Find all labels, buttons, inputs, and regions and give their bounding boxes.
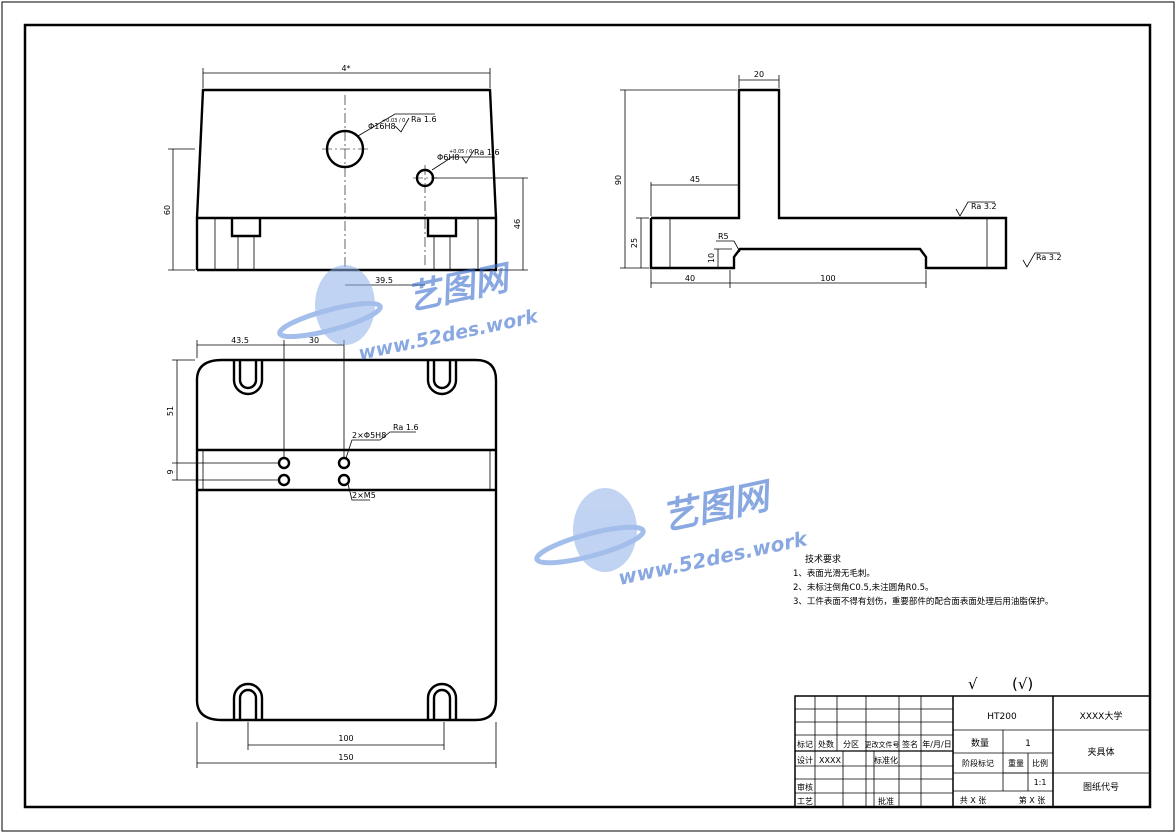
- ra-side-bottom: Ra 3.2: [1036, 253, 1062, 262]
- dim-front-width: 4*: [341, 64, 350, 73]
- tb-h-date: 年/月/日: [922, 739, 951, 749]
- note-1: 1、表面光滑无毛刺。: [793, 568, 875, 579]
- dim-top-pitch: 9: [166, 469, 175, 474]
- tb-material: HT200: [987, 712, 1017, 722]
- tb-sheet-no: 第 X 张: [1019, 795, 1046, 805]
- watermark-2: [534, 488, 646, 572]
- tol-hole-big: +0.03 / 0: [382, 118, 405, 124]
- dim-front-height: 60: [163, 205, 172, 215]
- tb-weight: 重量: [1008, 758, 1024, 768]
- tb-qty-label: 数量: [971, 737, 989, 749]
- dim-side-radius: R5: [718, 232, 729, 241]
- note-2: 2、未标注倒角C0.5,未注圆角R0.5。: [793, 582, 934, 593]
- front-view: [168, 68, 528, 286]
- dim-top-width: 150: [338, 753, 353, 762]
- tb-stage: 阶段标记: [962, 758, 994, 768]
- tb-process: 工艺: [797, 797, 813, 806]
- top-view: [172, 340, 498, 768]
- roughness-rest: (√): [1012, 675, 1033, 693]
- dim-side-left: 40: [685, 274, 695, 283]
- tb-sheets-total: 共 X 张: [960, 796, 987, 805]
- tb-scale: 1:1: [1034, 778, 1047, 787]
- watermark-1-brand: 艺图网: [404, 257, 517, 318]
- ra-side-top: Ra 3.2: [971, 202, 997, 211]
- watermark-2-brand: 艺图网: [658, 475, 777, 539]
- label-top-hole-b: 2×M5: [352, 491, 376, 500]
- dim-side-top: 20: [754, 70, 764, 79]
- ra-front-small: Ra 1.6: [474, 148, 500, 157]
- tb-h-zone: 分区: [843, 740, 859, 749]
- watermark-2-url: www.52des.work: [616, 526, 811, 590]
- tol-hole-small: +0.05 / 0: [449, 149, 472, 155]
- label-top-hole-a: 2×Φ5H8: [352, 431, 386, 440]
- dim-front-hole-offset: 39.5: [375, 276, 393, 285]
- tb-scale-label: 比例: [1032, 758, 1048, 768]
- dim-side-slot-w: 100: [820, 274, 835, 283]
- dim-top-left: 43.5: [231, 336, 249, 345]
- tb-qty-value: 1: [1025, 739, 1031, 749]
- tb-h-mark: 标记: [797, 739, 813, 749]
- dim-front-hole-height: 46: [513, 219, 522, 229]
- side-view: [620, 75, 1060, 288]
- inner-frame: [23, 23, 1152, 809]
- title-block-grid: [794, 695, 1151, 808]
- dim-top-depth: 51: [166, 406, 175, 416]
- tb-h-doc: 更改文件号: [865, 740, 900, 749]
- dim-side-slot-h: 10: [707, 253, 716, 263]
- tb-review: 审核: [797, 782, 813, 792]
- dim-side-base: 25: [630, 238, 639, 248]
- watermark-1: [277, 265, 383, 345]
- tb-school: XXXX大学: [1080, 710, 1123, 722]
- ra-top: Ra 1.6: [393, 423, 419, 432]
- label-hole-big: Φ16H8: [368, 122, 396, 131]
- tb-h-sign: 签名: [902, 739, 918, 749]
- label-hole-small: Φ6H8: [437, 153, 460, 162]
- tb-approve: 批准: [878, 796, 894, 806]
- watermark-1-url: www.52des.work: [356, 305, 541, 365]
- notes-title: 技术要求: [805, 553, 841, 565]
- dim-side-height: 90: [614, 175, 623, 185]
- tb-standard: 标准化: [874, 755, 898, 765]
- dim-top-slot-span: 100: [338, 734, 353, 743]
- note-3: 3、工件表面不得有划伤，重要部件的配合面表面处理后用油脂保护。: [793, 596, 1053, 607]
- roughness-main: √: [968, 675, 978, 693]
- dim-side-offset: 45: [690, 175, 700, 184]
- tb-part-name: 夹具体: [1087, 746, 1114, 758]
- tb-h-count: 处数: [818, 739, 834, 749]
- tb-drawing-code: 图纸代号: [1083, 781, 1119, 793]
- ra-front-big: Ra 1.6: [411, 115, 437, 124]
- dim-top-gap: 30: [309, 336, 319, 345]
- tb-design: 设计: [797, 755, 813, 765]
- tb-designer: XXXX: [819, 756, 841, 765]
